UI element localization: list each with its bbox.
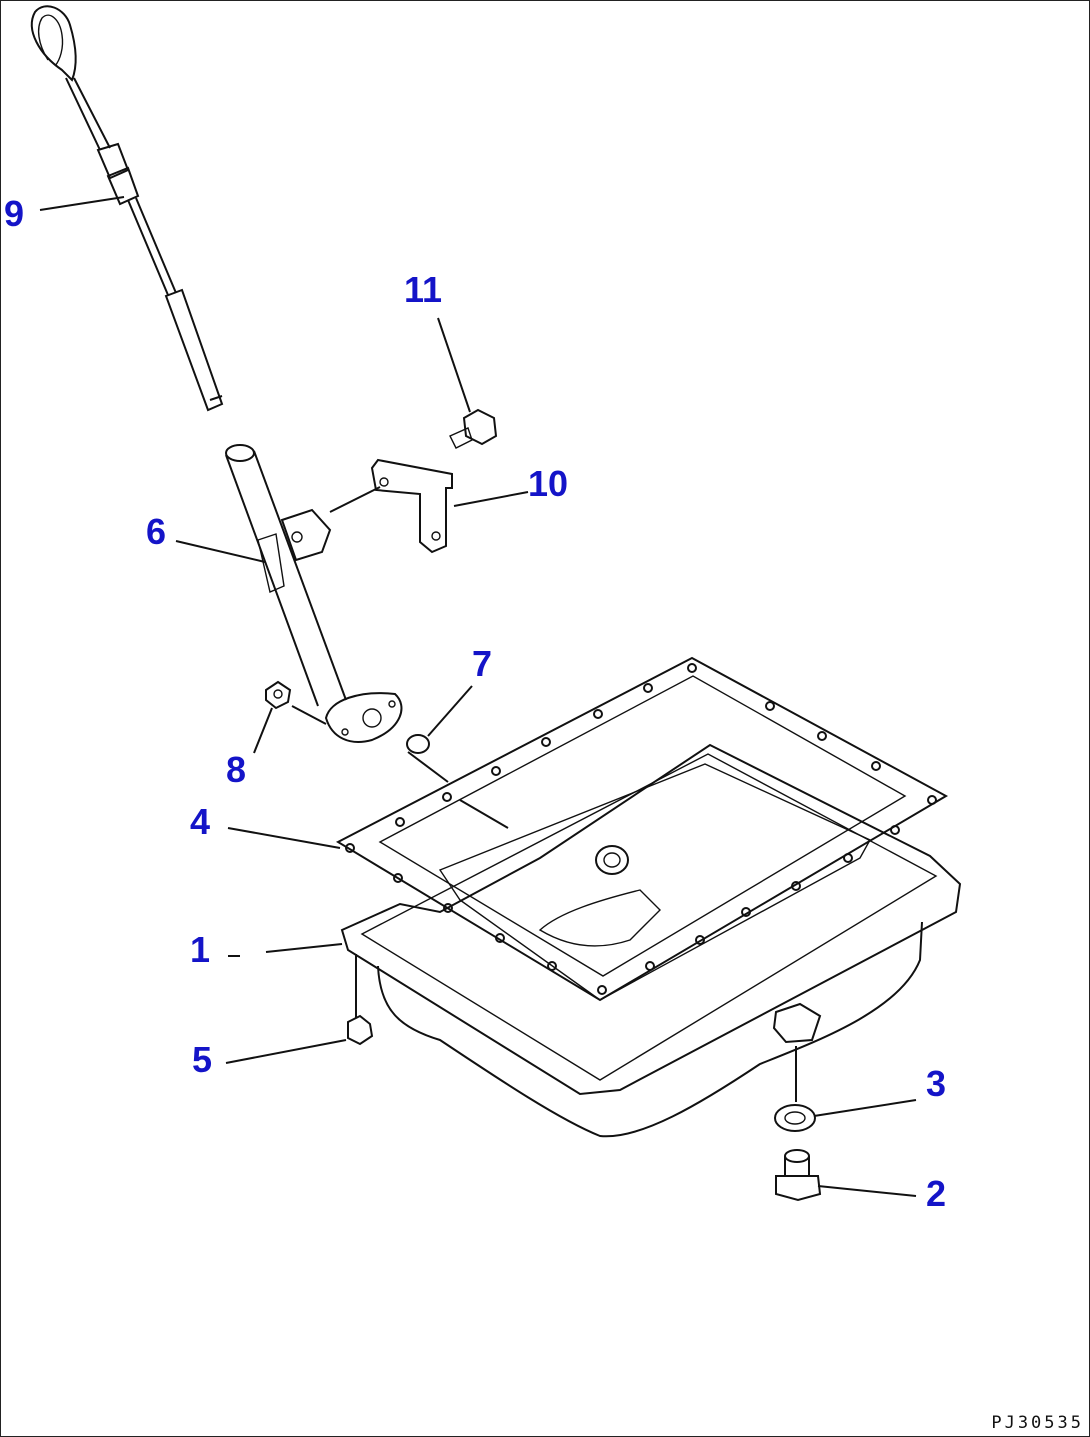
drawing-code: PJ30535 [991, 1413, 1084, 1433]
callout-5: 5 [192, 1039, 213, 1080]
callout-11: 11 [404, 269, 443, 310]
pan-bolt [347, 954, 374, 1046]
dipstick [30, 5, 224, 412]
callout-1: 1 [190, 929, 211, 970]
callout-4: 4 [190, 801, 211, 842]
callout-8: 8 [226, 749, 247, 790]
leader-lines [39, 196, 917, 1197]
callout-9: 9 [4, 193, 25, 234]
nut [265, 680, 292, 710]
oil-pan [340, 743, 962, 1138]
washer [774, 1046, 816, 1132]
o-ring [406, 734, 430, 754]
gasket [335, 656, 949, 1002]
guide-tube [225, 444, 403, 743]
bracket-bolt [449, 408, 498, 449]
callout-10: 10 [528, 463, 569, 504]
callout-7: 7 [472, 643, 493, 684]
callout-3: 3 [926, 1063, 947, 1104]
callout-6: 6 [146, 511, 167, 552]
callout-2: 2 [926, 1173, 947, 1214]
drain-plug [775, 1149, 822, 1202]
bracket [370, 458, 453, 554]
